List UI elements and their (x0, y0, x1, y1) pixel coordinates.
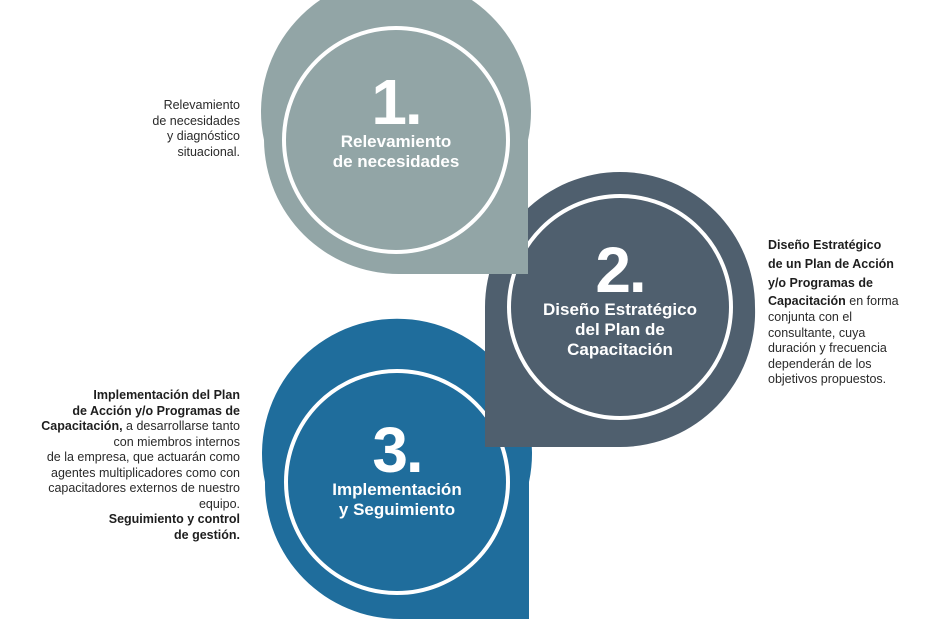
step-1-desc-line: situacional. (177, 144, 240, 159)
step-1-description: Relevamiento de necesidades y diagnóstic… (100, 98, 240, 160)
step-3-desc-line: capacitadores externos de nuestro (48, 481, 240, 495)
step-3-desc-line: con miembros internos (113, 434, 240, 449)
step-3-desc-bold: Implementación del Plan (93, 388, 240, 402)
step-3-number: 3. (372, 414, 423, 486)
step-3-desc-closing-bold: Seguimiento y control (108, 512, 240, 526)
step-1-desc-line: Relevamiento (163, 98, 240, 112)
step-2-desc-bold: de un Plan de Acción (768, 257, 894, 271)
step-2-label: 2. Diseño Estratégico del Plan de Capaci… (515, 234, 725, 360)
step-2-desc-bold: Diseño Estratégico (768, 238, 882, 252)
step-1-desc-line: y diagnóstico (167, 129, 240, 143)
step-1-title-line-1: Relevamiento (340, 132, 452, 151)
step-2-title-line-2: del Plan de (575, 320, 665, 339)
step-3-desc-line: de la empresa, que actuarán como (46, 450, 240, 464)
step-3-title-line-1: Implementación (332, 480, 462, 499)
step-2-number: 2. (595, 234, 646, 306)
step-1-shape (261, 0, 531, 274)
step-2-title-line-3: Capacitación (567, 340, 673, 359)
step-3-label: 3. Implementación y Seguimiento (297, 414, 497, 520)
step-2-description: Diseño Estratégico de un Plan de Acción … (768, 236, 929, 388)
step-2-desc-line: duración y frecuencia (768, 341, 887, 355)
step-2-desc-line: dependerán de los (768, 356, 872, 371)
step-2-desc-line: objetivos propuestos. (768, 372, 887, 386)
step-2-shape (485, 172, 756, 448)
step-2-desc-line: consultante, cuya (768, 325, 866, 340)
step-1-desc-line: de necesidades (152, 113, 240, 128)
step-2-desc-bold: y/o Programas de (768, 276, 873, 290)
step-3-desc-closing-bold: de gestión. (174, 527, 240, 542)
step-1-title-line-2: de necesidades (332, 152, 460, 171)
step-3-desc-bold: Capacitación, (41, 419, 123, 433)
step-3-shape (262, 318, 532, 619)
step-2-desc-tail: en forma (845, 294, 899, 308)
step-2-desc-line: conjunta con el (768, 310, 853, 324)
step-2-desc-bold: Capacitación (768, 294, 846, 308)
step-3-title-line-2: y Seguimiento (338, 500, 456, 519)
step-3-desc-line: equipo. (198, 496, 240, 511)
step-2-title-line-1: Diseño Estratégico (543, 300, 697, 319)
step-3-desc-line: agentes multiplicadores como con (51, 465, 240, 480)
step-1-label: 1. Relevamiento de necesidades (296, 66, 496, 172)
step-3-description: Implementación del Plan de Acción y/o Pr… (0, 388, 240, 543)
step-3-desc-bold: de Acción y/o Programas de (72, 403, 240, 418)
step-1-number: 1. (371, 66, 422, 138)
step-3-desc-tail: a desarrollarse tanto (122, 419, 240, 433)
